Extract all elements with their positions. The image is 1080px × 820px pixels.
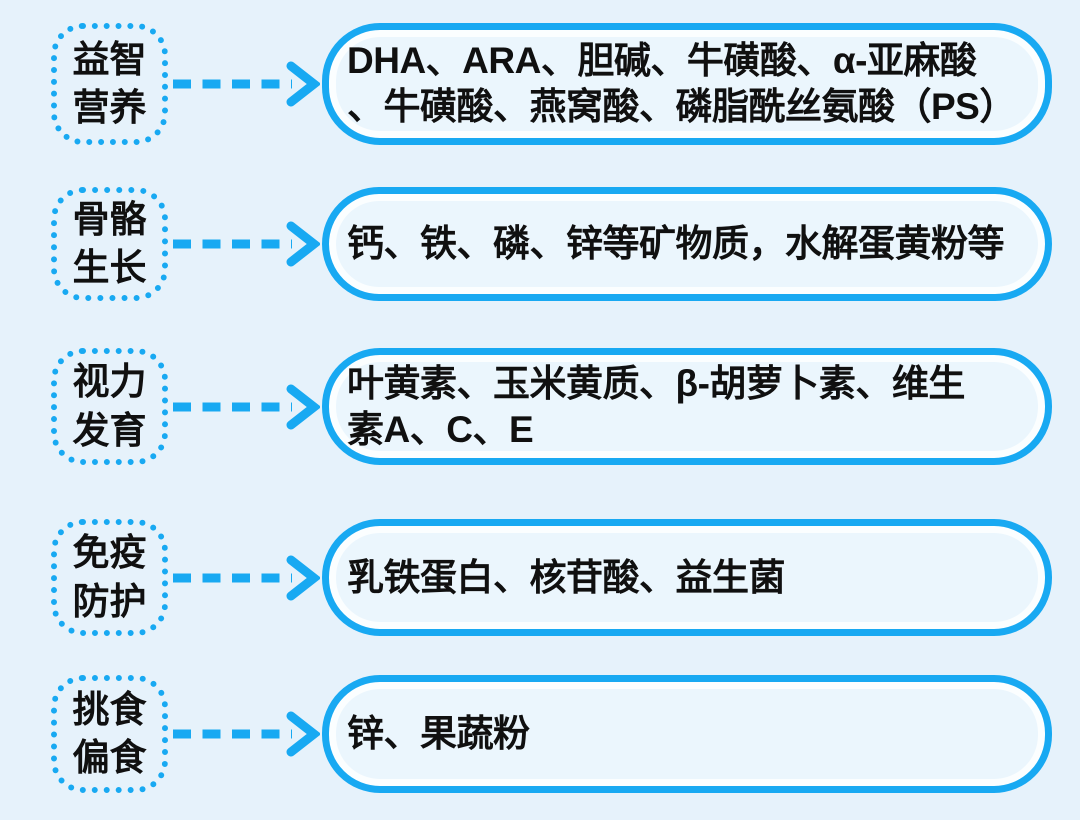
row-brain-nutrition: 益智 营养 DHA、ARA、胆碱、牛磺酸、α-亚麻酸 、牛磺酸、燕窝酸、磷脂酰丝… bbox=[0, 23, 1080, 145]
content-box-bone: 钙、铁、磷、锌等矿物质，水解蛋黄粉等 bbox=[322, 187, 1052, 301]
row-bone-growth: 骨骼 生长 钙、铁、磷、锌等矿物质，水解蛋黄粉等 bbox=[0, 187, 1080, 301]
category-label-box-bone: 骨骼 生长 bbox=[51, 187, 168, 301]
category-label-line: 骨骼 bbox=[72, 198, 147, 240]
content-box-immune: 乳铁蛋白、核苷酸、益生菌 bbox=[322, 519, 1052, 636]
category-label-line: 偏食 bbox=[72, 737, 147, 778]
category-label-line: 发育 bbox=[72, 409, 147, 451]
category-label-box-brain: 益智 营养 bbox=[51, 23, 168, 145]
content-line: 乳铁蛋白、核苷酸、益生菌 bbox=[347, 556, 786, 598]
dashed-arrow-icon bbox=[168, 675, 322, 793]
dashed-arrow-icon bbox=[168, 187, 322, 301]
content-line: DHA、ARA、胆碱、牛磺酸、α-亚麻酸 bbox=[347, 40, 977, 82]
content-box-brain: DHA、ARA、胆碱、牛磺酸、α-亚麻酸 、牛磺酸、燕窝酸、磷脂酰丝氨酸（PS） bbox=[322, 23, 1052, 145]
category-label-line: 营养 bbox=[72, 87, 147, 128]
content-line: 钙、铁、磷、锌等矿物质，水解蛋黄粉等 bbox=[347, 223, 1005, 265]
category-label-line: 免疫 bbox=[72, 532, 147, 574]
row-immune-protection: 免疫 防护 乳铁蛋白、核苷酸、益生菌 bbox=[0, 519, 1080, 636]
row-vision-development: 视力 发育 叶黄素、玉米黄质、β-胡萝卜素、维生 素A、C、E bbox=[0, 348, 1080, 465]
category-label-line: 益智 bbox=[72, 38, 147, 80]
content-line: 叶黄素、玉米黄质、β-胡萝卜素、维生 bbox=[347, 362, 965, 404]
content-line: 素A、C、E bbox=[347, 408, 534, 450]
content-line: 锌、果蔬粉 bbox=[347, 713, 530, 755]
category-label-box-picky: 挑食 偏食 bbox=[51, 675, 168, 793]
dashed-arrow-icon bbox=[168, 519, 322, 636]
category-label-box-immune: 免疫 防护 bbox=[51, 519, 168, 636]
category-label-line: 视力 bbox=[72, 361, 147, 403]
category-label-line: 生长 bbox=[72, 247, 147, 288]
row-picky-eating: 挑食 偏食 锌、果蔬粉 bbox=[0, 675, 1080, 793]
category-label-box-vision: 视力 发育 bbox=[51, 348, 168, 465]
category-label-line: 防护 bbox=[72, 580, 147, 622]
dashed-arrow-icon bbox=[168, 23, 322, 145]
content-box-picky: 锌、果蔬粉 bbox=[322, 675, 1052, 793]
content-line: 、牛磺酸、燕窝酸、磷脂酰丝氨酸（PS） bbox=[347, 86, 1016, 127]
category-label-line: 挑食 bbox=[72, 688, 147, 730]
content-box-vision: 叶黄素、玉米黄质、β-胡萝卜素、维生 素A、C、E bbox=[322, 348, 1052, 465]
dashed-arrow-icon bbox=[168, 348, 322, 465]
